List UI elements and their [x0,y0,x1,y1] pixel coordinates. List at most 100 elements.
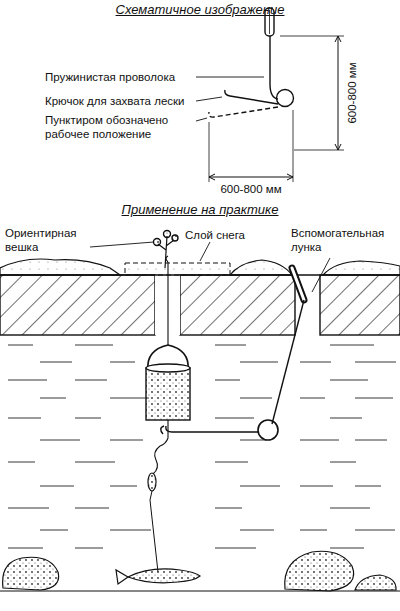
water-line [75,345,113,346]
extension-line [280,36,344,37]
water-line [355,362,396,363]
water-line [215,548,256,549]
water-line [330,508,370,509]
part-label: Крючок для захвата лески [45,94,185,108]
water-line [355,398,393,399]
water-line [110,530,151,531]
swivel [148,473,156,491]
water-line [8,508,49,509]
section-heading: Схематичное изображение [116,3,285,17]
water-line [240,440,266,441]
water-line [240,362,278,363]
part-label: Слой снега [185,228,245,242]
ice [320,275,400,335]
extension-line [209,122,210,182]
marker-leaf [154,239,161,246]
dimension-label: 600-800 мм [220,182,281,196]
water-line [75,418,101,419]
section-heading: Применение на практике [122,203,279,217]
water-line [75,548,103,549]
water-line [240,398,272,399]
leader-line [312,258,330,292]
stone [355,575,396,590]
water-line [215,380,240,381]
stone [285,551,354,591]
water-line [215,462,248,463]
hook-arm-working [209,107,278,117]
extension-line [293,110,294,182]
extension-line [294,150,344,151]
stone [3,557,59,590]
leader-line [90,242,154,247]
ice [0,275,155,335]
water-line [40,440,80,441]
fish-tail [116,570,128,584]
line-hook [161,426,164,434]
water-line [110,398,149,399]
water-line [240,530,274,531]
water-line [300,398,325,399]
fishing-line [160,420,168,446]
water-line [8,462,35,463]
dimension-arrows [209,174,293,180]
spring-wire [270,36,278,99]
leader-line [196,77,264,78]
dimension-line [338,36,339,150]
fishing-line [153,446,160,474]
part-label: Пружинистая проволока [45,70,175,84]
dimension-line [209,177,293,178]
water-line [300,530,327,531]
leader-line [196,97,222,101]
water-line [110,440,143,441]
water-line [215,418,254,419]
water-line [330,548,364,549]
water-line [75,380,107,381]
aux-handle [292,268,304,300]
fishing-line [166,256,168,345]
water-line [215,508,242,509]
marker-leaf [172,235,178,241]
water-line [330,380,368,381]
water-line [40,486,74,487]
leader-line [196,118,207,121]
snow-mound [323,261,400,275]
water-line [75,462,115,463]
water-line [75,508,109,509]
water-line [300,486,333,487]
feeder-can [146,368,190,420]
snow-mound [230,260,292,275]
leader-line [200,242,210,261]
can-rim [146,364,190,372]
note-label: Пунктиром обозначено рабочее положение [45,113,193,141]
water-line [355,486,381,487]
part-label: Ориентирная вешка [5,226,89,254]
water-line [240,486,280,487]
water-line [40,398,66,399]
water-line [330,345,374,346]
aux-wire-loop [258,420,278,440]
water-line [215,345,246,346]
hook-arm [225,90,278,104]
ice [180,275,295,335]
dimension-label: 600-800 мм [345,62,359,123]
fishing-line [150,491,158,572]
wire-loop [277,90,294,107]
snow-mound [0,259,120,275]
part-label: Вспомогательная лунка [291,226,397,254]
dimension-arrows [335,36,341,150]
water-line [355,530,395,531]
water-line [40,362,72,363]
water-line [8,548,43,549]
snow-layer [125,263,230,275]
fish [128,569,200,583]
water-line [330,462,356,463]
water-line [110,486,137,487]
marker-leaf [164,231,171,238]
water-line [8,345,33,346]
water-line [330,418,362,419]
water-line [40,530,68,531]
water-line [8,418,41,419]
water-line [110,362,135,363]
lake-bottom [0,591,400,592]
